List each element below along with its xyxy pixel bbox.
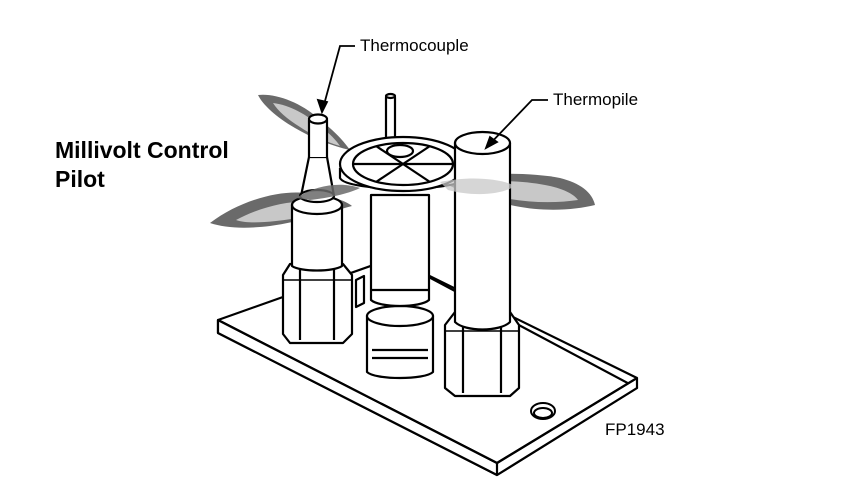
thermopile	[443, 130, 521, 398]
pilot-flame-left-front	[296, 184, 360, 200]
diagram-title-line-2: Pilot	[55, 166, 105, 192]
thermopile-label: Thermopile	[553, 90, 639, 109]
figure-number: FP1943	[605, 420, 665, 439]
thermocouple	[281, 113, 354, 345]
pilot-burner	[338, 92, 468, 380]
callout-leaders	[316, 45, 548, 150]
pilot-flame-upper	[258, 94, 350, 150]
diagram-title-line-1: Millivolt Control	[55, 137, 229, 163]
thermocouple-label: Thermocouple	[360, 36, 469, 55]
mounting-hole	[530, 402, 556, 420]
pilot-flame-right-front	[440, 178, 515, 195]
